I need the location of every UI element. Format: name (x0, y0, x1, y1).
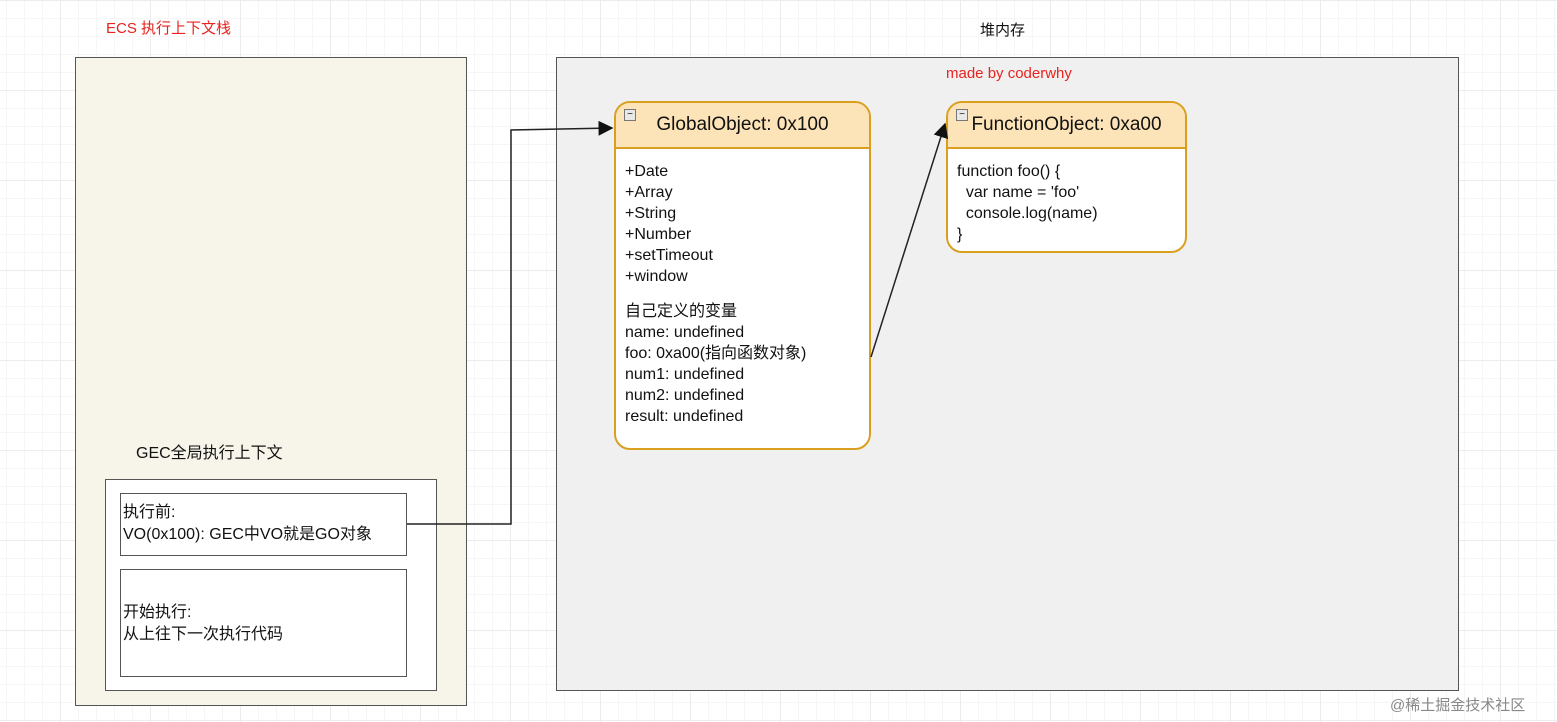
function-object: −FunctionObject: 0xa00 function foo() { … (946, 101, 1187, 253)
custom-variable: num1: undefined (625, 366, 745, 383)
start-text: 从上往下一次执行代码 (123, 626, 284, 643)
code-line: var name = 'foo' (957, 184, 1080, 201)
code-line: } (957, 226, 963, 243)
heap-title: 堆内存 (980, 22, 1026, 39)
before-title: 执行前: (123, 504, 176, 521)
function-object-title: FunctionObject: 0xa00 (971, 114, 1162, 135)
builtin-property: +setTimeout (625, 247, 713, 264)
custom-variable: num2: undefined (625, 387, 745, 404)
collapse-icon[interactable]: − (624, 109, 636, 121)
function-object-body: function foo() { var name = 'foo' consol… (948, 149, 1185, 245)
builtin-property: +Array (625, 184, 673, 201)
code-line: function foo() { (957, 163, 1061, 180)
foo-to-function-object-arrow (870, 122, 949, 358)
before-text: VO(0x100): GEC中VO就是GO对象 (123, 526, 372, 543)
start-title: 开始执行: (123, 604, 192, 621)
global-object-body: +Date +Array +String +Number +setTimeout +win… (616, 149, 869, 427)
vo-to-global-object-arrow (407, 120, 614, 525)
credit: made by coderwhy (946, 65, 1072, 82)
ecs-title: ECS 执行上下文栈 (106, 20, 232, 37)
custom-variable: result: undefined (625, 408, 744, 425)
code-line: console.log(name) (957, 205, 1098, 222)
builtin-property: +Date (625, 163, 669, 180)
watermark: @稀土掘金技术社区 (1390, 697, 1526, 714)
custom-variable: foo: 0xa00(指向函数对象) (625, 345, 807, 362)
global-object-title: GlobalObject: 0x100 (656, 114, 829, 135)
custom-variables-header: 自己定义的变量 (625, 303, 738, 320)
builtin-property: +Number (625, 226, 692, 243)
global-object: −GlobalObject: 0x100 +Date+Array+String+… (614, 101, 871, 450)
builtin-property: +window (625, 268, 688, 285)
custom-variable: name: undefined (625, 324, 745, 341)
collapse-icon[interactable]: − (956, 109, 968, 121)
gec-label: GEC全局执行上下文 (136, 445, 283, 462)
start-execution-box: 开始执行: 从上往下一次执行代码 (120, 569, 407, 677)
before-execution-box: 执行前: VO(0x100): GEC中VO就是GO对象 (120, 493, 407, 556)
builtin-property: +String (625, 205, 677, 222)
